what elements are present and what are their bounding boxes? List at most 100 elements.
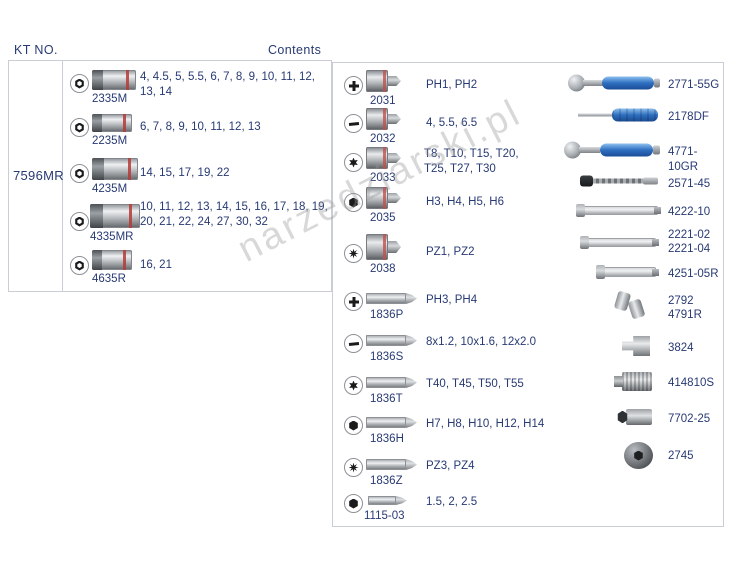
- kt-number-divider: [62, 60, 63, 291]
- bit-row: 2038 PZ1, PZ2: [340, 232, 550, 275]
- tool-row: 2771-55G: [560, 70, 722, 98]
- bit-row: 1115-03 1.5, 2, 2.5: [340, 488, 550, 524]
- spinner-tip: [643, 177, 658, 185]
- tool-row: 4251-05R: [560, 262, 722, 284]
- part-code: 1836Z: [370, 475, 403, 487]
- tool-code: 2771-55G: [668, 79, 720, 91]
- column-header-kt-no: KT NO.: [14, 43, 58, 57]
- ratchet-end: [653, 145, 660, 155]
- drive-shape-badge: [70, 118, 89, 137]
- bit-socket-image: [366, 187, 388, 209]
- bit-socket-image: [366, 70, 388, 92]
- torx-icon: [349, 380, 358, 391]
- tool-row: 2221-02 2221-04: [560, 228, 722, 258]
- socket-image: [92, 250, 132, 270]
- socket-row: 2335M 4, 4.5, 5, 5.5, 6, 7, 8, 9, 10, 11…: [66, 66, 328, 112]
- tool-code: 2745: [668, 450, 694, 462]
- bit-row: 1836T T40, T45, T50, T55: [340, 370, 550, 408]
- part-sizes: 6, 7, 8, 9, 10, 11, 12, 13: [140, 121, 261, 133]
- part-code: 1836P: [370, 309, 404, 321]
- bit-row: 2035 H3, H4, H5, H6: [340, 185, 550, 224]
- socket-image: [92, 114, 132, 132]
- tool-row: 414810S: [560, 370, 722, 394]
- part-code: 4235M: [92, 183, 128, 195]
- part-code: 2032: [370, 133, 396, 145]
- phillips-icon: [349, 297, 359, 307]
- drive-shape-badge: [70, 74, 89, 93]
- tool-code: 2571-45: [668, 178, 711, 190]
- part-sizes: 4, 5.5, 6.5: [426, 117, 478, 129]
- slotted-icon: [349, 119, 359, 129]
- slotted-icon: [349, 339, 359, 349]
- drive-shape-badge: [344, 376, 363, 395]
- socket-image: [92, 70, 136, 90]
- pozidriv-icon: [348, 462, 359, 473]
- hex-icon: [349, 498, 358, 509]
- bit-row: 2033 T8, T10, T15, T20, T25, T27, T30: [340, 145, 550, 185]
- part-code: 1836H: [370, 433, 404, 445]
- part-code: 2335M: [92, 93, 128, 105]
- socket-row: 2235M 6, 7, 8, 9, 10, 11, 12, 13: [66, 112, 328, 154]
- part-sizes: H7, H8, H10, H12, H14: [426, 418, 545, 430]
- ratchet-neck: [583, 80, 604, 86]
- part-sizes: 16, 21: [140, 259, 172, 271]
- screwdriver-blade: [578, 113, 612, 117]
- tool-row: 2178DF: [560, 104, 722, 130]
- part-sizes: 14, 15, 17, 19, 22: [140, 167, 230, 179]
- bit-image: [366, 377, 406, 388]
- screwdriver-handle: [611, 108, 658, 122]
- ratchet-neck: [579, 147, 601, 153]
- drive-shape-badge: [344, 76, 363, 95]
- socket-image: [90, 204, 140, 228]
- hex-icon: [349, 197, 358, 208]
- tool-row: 2571-45: [560, 170, 722, 194]
- part-code: 2038: [370, 263, 396, 275]
- tool-row: 4771-10GR: [560, 138, 722, 173]
- socket-row: 4635R 16, 21: [66, 248, 328, 288]
- bit-image: [368, 496, 396, 505]
- tool-row: 2745: [560, 440, 722, 470]
- part-code: 2033: [370, 172, 396, 184]
- part-code: 2235M: [92, 135, 128, 147]
- hexagon-icon: [75, 122, 84, 133]
- bit-row: 1836Z PZ3, PZ4: [340, 452, 550, 490]
- ratchet-end: [653, 78, 660, 88]
- bit-image: [366, 335, 406, 346]
- part-sizes: PH3, PH4: [426, 294, 478, 306]
- part-sizes: 1.5, 2, 2.5: [426, 496, 478, 508]
- column-header-contents: Contents: [268, 43, 322, 57]
- ratchet-grip: [599, 143, 654, 157]
- tool-code: 3824: [668, 342, 694, 354]
- bit-image: [366, 293, 406, 304]
- tool-code: 2221-02: [668, 229, 711, 241]
- phillips-icon: [349, 81, 359, 91]
- drive-shape-badge: [70, 212, 89, 231]
- ratchet-head: [564, 141, 581, 159]
- tool-code: 414810S: [668, 377, 715, 389]
- tool-code: 4791R: [668, 309, 702, 321]
- ratchet-head: [568, 74, 585, 92]
- bit-adapter-image: [626, 409, 652, 425]
- tool-code: 7702-25: [668, 413, 711, 425]
- screwdriver-image: [578, 107, 658, 123]
- extension-bar-image: [580, 236, 659, 249]
- bit-row: 1836S 8x1.2, 10x1.6, 12x2.0: [340, 328, 550, 366]
- torx-icon: [349, 157, 358, 168]
- bit-socket-image: [366, 108, 388, 130]
- bit-row: 1836P PH3, PH4: [340, 286, 550, 324]
- socket-row: 4335MR 10, 11, 12, 13, 14, 15, 16, 17, 1…: [66, 198, 328, 252]
- drive-shape-badge: [70, 164, 89, 183]
- part-sizes: H3, H4, H5, H6: [426, 196, 504, 208]
- bit-row: 2032 4, 5.5, 6.5: [340, 106, 550, 145]
- part-sizes: 4, 4.5, 5, 5.5, 6, 7, 8, 9, 10, 11, 12, …: [140, 71, 315, 98]
- tool-row: 7702-25: [560, 406, 722, 428]
- spinner-knob: [580, 175, 593, 187]
- drive-shape-badge: [344, 244, 363, 263]
- drive-shape-badge: [344, 458, 363, 477]
- spinner-shaft: [593, 178, 643, 184]
- drive-shape-badge: [344, 494, 363, 513]
- part-sizes: 8x1.2, 10x1.6, 12x2.0: [426, 336, 536, 348]
- part-sizes: PH1, PH2: [426, 79, 478, 91]
- hex-icon: [344, 193, 363, 212]
